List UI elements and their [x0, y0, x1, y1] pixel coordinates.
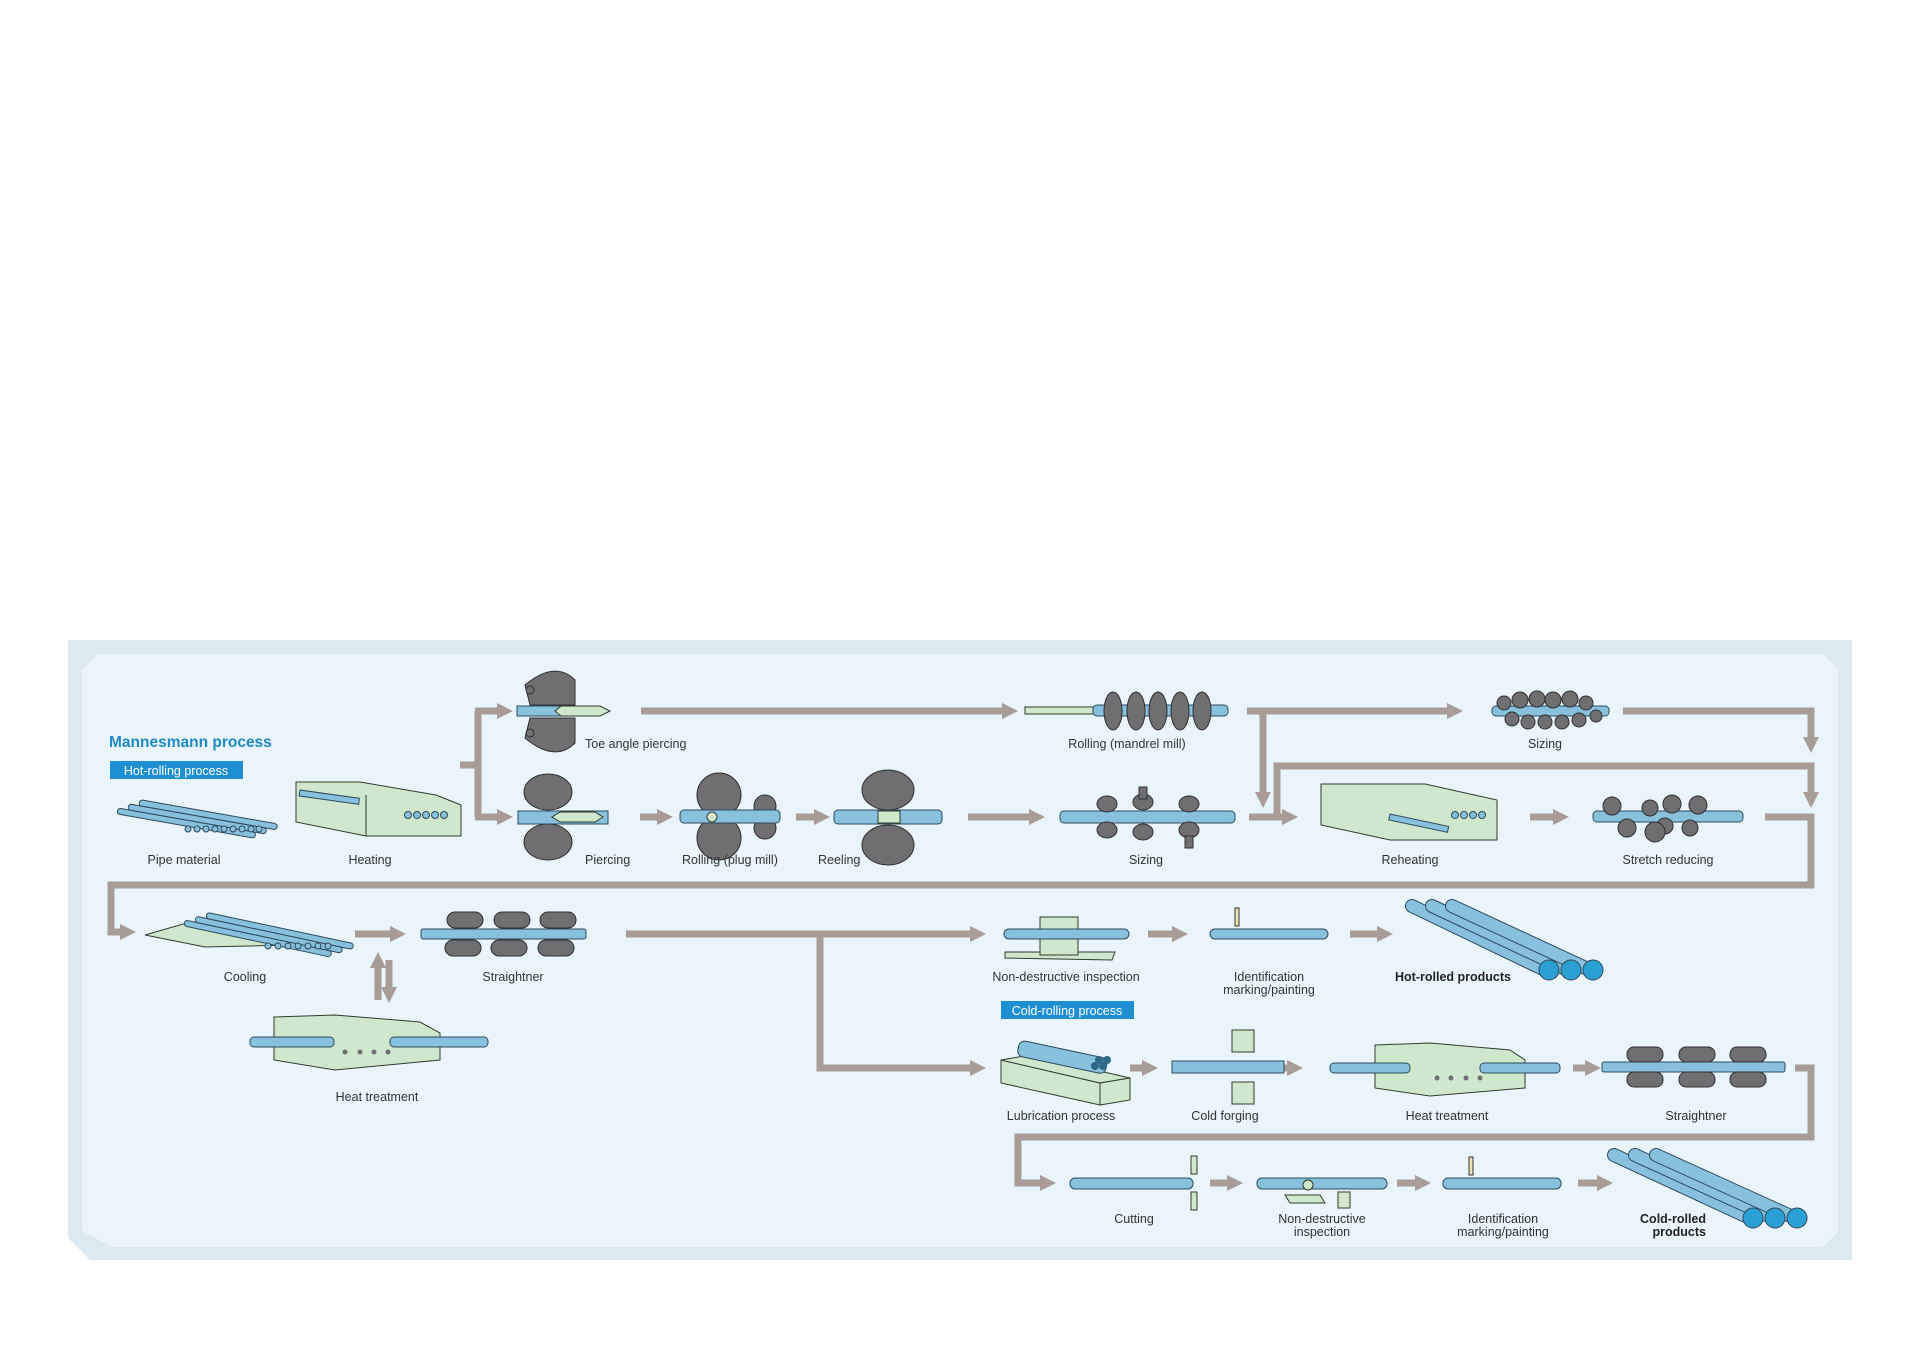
label-toe-angle-piercing: Toe angle piercing — [585, 737, 687, 751]
heat-treatment-cold-icon — [1329, 1042, 1561, 1097]
label-cold-rolled-2: products — [1653, 1225, 1707, 1239]
hot-rolled-products-icon — [1405, 899, 1604, 981]
label-ndi-hot: Non-destructive inspection — [992, 970, 1139, 984]
straightner-cold-icon — [1601, 1046, 1786, 1088]
cold-rolled-products-icon — [1607, 1148, 1808, 1229]
label-ndi-cold-1: Non-destructive — [1278, 1212, 1366, 1226]
label-reeling: Reeling — [818, 853, 860, 867]
label-sizing-lower: Sizing — [1129, 853, 1163, 867]
label-reheating: Reheating — [1382, 853, 1439, 867]
ndi-hot-icon — [1003, 916, 1130, 961]
label-rolling-mandrel-mill: Rolling (mandrel mill) — [1068, 737, 1185, 751]
cold-forging-icon — [1171, 1029, 1285, 1105]
label-straightner-cold: Straightner — [1665, 1109, 1726, 1123]
straightner-hot-icon — [420, 911, 587, 957]
label-straightner-hot: Straightner — [482, 970, 543, 984]
label-identification-hot-1: Identification — [1234, 970, 1304, 984]
hot-rolling-badge-label: Hot-rolling process — [124, 764, 228, 778]
label-cold-rolled-1: Cold-rolled — [1640, 1212, 1706, 1226]
cooling-bed-icon — [144, 912, 354, 957]
flow-sizing-to-right — [1623, 707, 1820, 754]
piercing-icon — [517, 773, 609, 861]
heating-furnace-icon — [295, 781, 462, 837]
reeling-icon — [833, 769, 943, 866]
cold-rolling-badge-label: Cold-rolling process — [1012, 1004, 1122, 1018]
label-sizing-top: Sizing — [1528, 737, 1562, 751]
sizing-lower-icon — [1059, 786, 1236, 849]
label-pipe-material: Pipe material — [148, 853, 221, 867]
sizing-top-icon — [1491, 690, 1610, 730]
rolling-plug-mill-icon — [679, 772, 781, 861]
heat-treatment-hot-icon — [249, 1014, 489, 1071]
label-identification-cold-1: Identification — [1468, 1212, 1538, 1226]
toe-angle-piercing-icon — [516, 670, 612, 753]
ndi-cold-icon — [1256, 1177, 1388, 1209]
label-heat-treatment-cold: Heat treatment — [1406, 1109, 1489, 1123]
identification-hot-icon — [1209, 907, 1329, 940]
flow-stretch-out — [107, 813, 1815, 941]
cold-rolling-badge: Cold-rolling process — [1001, 1001, 1134, 1019]
label-hot-rolled-products: Hot-rolled products — [1395, 970, 1511, 984]
label-heating: Heating — [348, 853, 391, 867]
label-rolling-plug-mill: Rolling (plug mill) — [682, 853, 778, 867]
label-cutting: Cutting — [1114, 1212, 1154, 1226]
hot-rolling-badge: Hot-rolling process — [110, 761, 243, 779]
label-identification-hot-2: marking/painting — [1223, 983, 1315, 997]
flow-straightner-out-cold — [1014, 1064, 1815, 1192]
flow-lines — [107, 702, 1820, 1192]
label-cooling: Cooling — [224, 970, 266, 984]
flow-branch-cold — [816, 934, 987, 1077]
pipe-material-icon — [116, 799, 278, 839]
identification-cold-icon — [1442, 1156, 1562, 1190]
label-ndi-cold-2: inspection — [1294, 1225, 1350, 1239]
cutting-icon — [1069, 1155, 1198, 1211]
label-lubrication: Lubrication process — [1007, 1109, 1115, 1123]
flow-return-reheat — [1273, 762, 1811, 817]
label-cold-forging: Cold forging — [1191, 1109, 1258, 1123]
reheating-furnace-icon — [1320, 783, 1498, 841]
label-heat-treatment-hot: Heat treatment — [336, 1090, 419, 1104]
lubrication-icon — [1000, 1040, 1131, 1106]
label-piercing: Piercing — [585, 853, 630, 867]
label-stretch-reducing: Stretch reducing — [1622, 853, 1713, 867]
inner-panel — [82, 654, 1838, 1247]
rolling-mandrel-mill-icon — [1024, 691, 1229, 731]
diagram-title: Mannesmann process — [109, 734, 272, 751]
label-identification-cold-2: marking/painting — [1457, 1225, 1549, 1239]
stretch-reducing-icon — [1592, 794, 1744, 843]
